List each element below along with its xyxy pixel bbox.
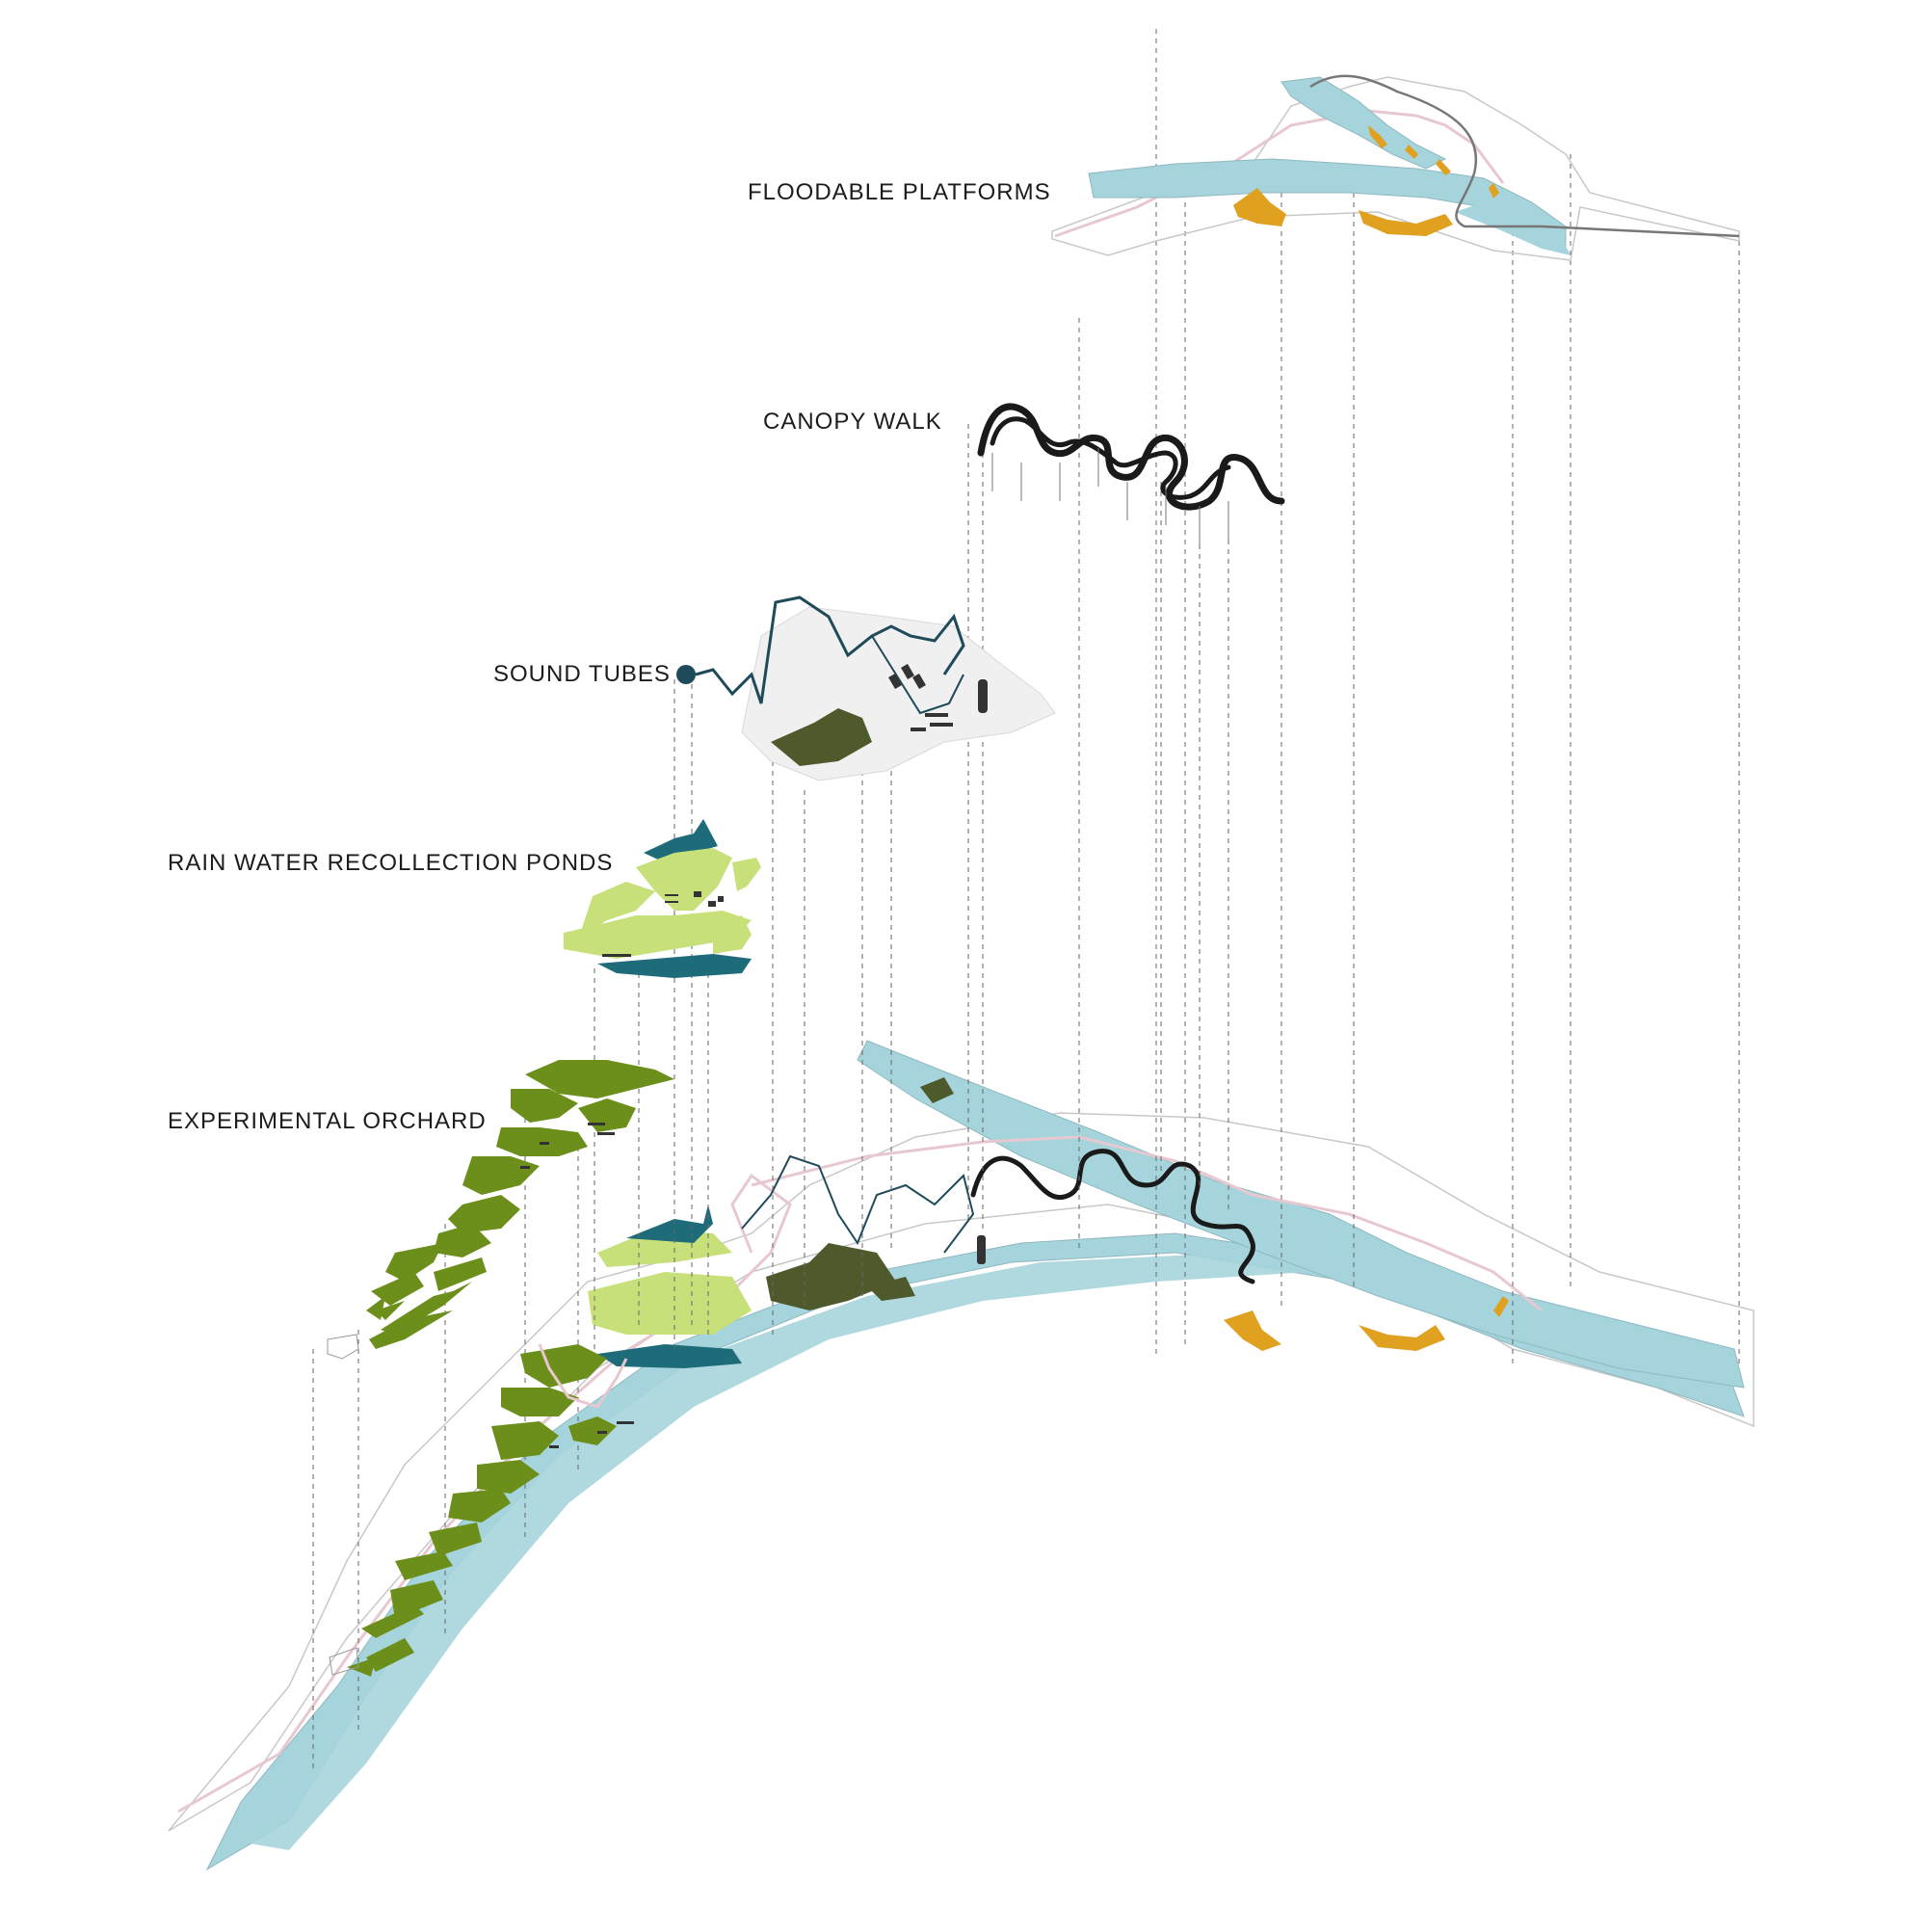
orchard-low-right-2: [540, 1349, 578, 1368]
pond-teal-top: [644, 819, 718, 867]
orchard-low-7: [395, 1551, 453, 1580]
orchard-patch-mid-2: [462, 1156, 540, 1195]
base-platform-orange-2: [1359, 1325, 1445, 1351]
flood-platform-orange-5: [1436, 159, 1451, 175]
orchard-low-strip-3: [347, 1657, 376, 1677]
base-ground-outline: [168, 1112, 1755, 1832]
orchard-strip-long: [369, 1310, 453, 1349]
pond-light-right-2: [713, 915, 752, 954]
flood-river-right: [1455, 202, 1571, 255]
flood-platform-orange-1: [1233, 188, 1286, 226]
label-rain-water-ponds: RAIN WATER RECOLLECTION PONDS: [168, 850, 614, 876]
base-pond-light: [588, 1272, 752, 1335]
orchard-pink-path: [538, 1343, 628, 1409]
orchard-strip-4: [376, 1301, 405, 1320]
flood-platform-orange-4: [1405, 145, 1418, 159]
orchard-low-3: [491, 1421, 559, 1460]
orchard-low-right-1: [568, 1416, 617, 1445]
orchard-strip-long-2: [381, 1282, 472, 1335]
orchard-low-strip-2: [366, 1638, 414, 1672]
pond-light-right: [732, 858, 761, 891]
flood-platform-orange-6: [1489, 183, 1499, 198]
flood-platform-orange-2: [1359, 210, 1453, 236]
base-platform-orange-1: [1224, 1310, 1281, 1351]
orchard-low-1: [520, 1344, 607, 1388]
label-experimental-orchard: EXPERIMENTAL ORCHARD: [168, 1108, 487, 1134]
base-sound-tube-network: [741, 1154, 975, 1254]
orchard-strip-1: [385, 1243, 443, 1282]
orchard-low-8: [390, 1580, 443, 1619]
base-sound-tower: [977, 1235, 986, 1264]
base-pond-teal: [597, 1344, 742, 1368]
canopy-supports: [991, 448, 1229, 544]
canopy-walk-path-inner: [990, 416, 1231, 500]
orchard-patch-mid-4: [434, 1224, 491, 1257]
orchard-patch-top-1: [525, 1060, 674, 1098]
label-sound-tubes: SOUND TUBES: [493, 661, 671, 687]
orchard-low-strip-1: [361, 1604, 424, 1638]
pink-path-upper: [751, 1135, 1543, 1312]
rain-water-ponds-layer: [564, 819, 761, 978]
orchard-patch-top-2: [511, 1089, 578, 1123]
base-platform-orange-3: [1493, 1296, 1509, 1317]
orchard-dark-dashes: [520, 1123, 634, 1448]
orchard-strip-3: [434, 1257, 487, 1291]
orchard-patch-top-3: [578, 1098, 636, 1132]
orchard-low-2: [501, 1388, 578, 1416]
projection-guide-lines: [312, 29, 1740, 1773]
orchard-patch-mid-3: [448, 1195, 520, 1233]
experimental-orchard-layer: [347, 1060, 674, 1677]
horn-icon: [978, 679, 988, 713]
river-tributary: [857, 1040, 1745, 1389]
sound-tube-network: [695, 595, 965, 704]
canopy-walk-layer: [977, 403, 1285, 544]
base-site-plan: [168, 1040, 1755, 1871]
flood-platform-orange-3: [1368, 125, 1387, 148]
base-dark-olive-patch: [766, 1243, 896, 1310]
left-structure: [327, 1334, 359, 1676]
orchard-low-6: [429, 1522, 482, 1556]
pond-dark-dashes: [602, 891, 724, 957]
pond-teal-bottom: [597, 954, 752, 978]
orchard-low-5: [448, 1489, 511, 1522]
orchard-low-4: [477, 1460, 540, 1494]
base-canopy-walk: [970, 1149, 1255, 1284]
sound-tube-network-2: [871, 635, 964, 715]
floodable-platforms-layer: [1051, 74, 1740, 261]
base-dark-olive-patch-2: [867, 1277, 915, 1301]
flood-road: [1309, 74, 1740, 238]
base-dark-olive-patch-3: [920, 1077, 954, 1103]
cylinder-tower-icon: [676, 665, 696, 684]
sound-dark-blocks: [888, 663, 953, 731]
pond-light-1: [636, 848, 732, 911]
orchard-strip-tail: [366, 1296, 385, 1320]
sound-olive-patch: [771, 708, 872, 766]
pond-light-3: [564, 911, 752, 959]
sound-tubes-layer: [676, 595, 1056, 781]
label-floodable-platforms: FLOODABLE PLATFORMS: [748, 179, 1051, 205]
river-bend: [231, 1253, 1310, 1850]
label-canopy-walk: CANOPY WALK: [763, 409, 942, 435]
